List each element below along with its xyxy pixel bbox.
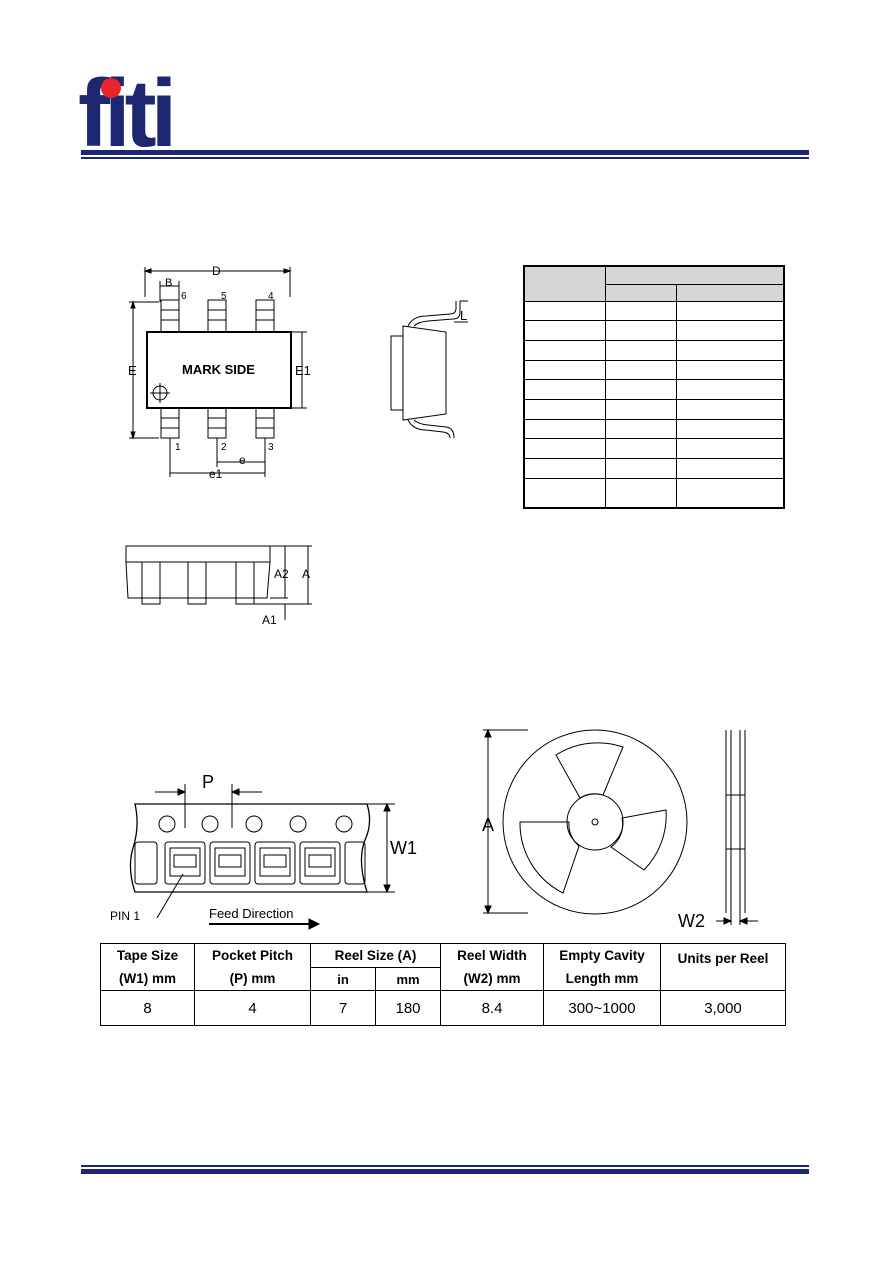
pin-3: 3 [268,442,274,453]
feed-direction-label: Feed Direction [209,906,294,921]
dim-L: L [460,308,467,323]
pin-2: 2 [221,442,227,453]
dim-E: E [128,363,137,378]
pin-5: 5 [221,291,227,302]
table-row [523,339,785,361]
dim-e: e [239,453,246,467]
table-row [523,359,785,381]
th-pocket-pitch: Pocket Pitch(P) mm [194,943,311,991]
dim-table-header-group [605,265,785,285]
table-row [523,399,785,420]
table-row [523,477,785,509]
table-row: 8 4 7 180 8.4 300~1000 3,000 [100,990,786,1026]
table-row [523,379,785,401]
pin-6: 6 [181,291,187,302]
header-rule-thin [81,157,809,159]
th-reel-in: in [310,967,376,991]
cell-reel-in: 7 [310,990,376,1026]
tape-width-label: W1 [390,838,417,858]
dim-table-header-min [604,283,678,302]
cell-pocket-pitch: 4 [194,990,311,1026]
reel-drawing: A W2 [482,728,758,931]
package-side-view: L [390,300,468,439]
dim-table-header-symbol [523,265,606,302]
dim-A2: A2 [274,567,289,581]
package-top-view: D B 6 5 4 MARK SIDE 1 2 3 E E1 e e1 [128,264,311,481]
th-reel-mm: mm [375,967,441,991]
cell-reel-mm: 180 [375,990,441,1026]
pin-1: 1 [175,442,181,453]
dim-A1: A1 [262,613,277,627]
pin1-label: PIN 1 [110,909,140,923]
tape-reel-table: Tape Size(W1) mm Pocket Pitch(P) mm Reel… [100,943,786,1026]
table-row [523,320,785,341]
dim-B: B [165,277,172,289]
cell-empty-cavity: 300~1000 [543,990,661,1026]
logo-dot [101,78,121,98]
header-rule-thick [81,150,809,155]
reel-width-label: W2 [678,911,705,931]
footer-rule-thin [81,1165,809,1167]
dim-E1: E1 [295,363,311,378]
table-row [523,418,785,440]
pitch-label: P [202,772,214,792]
mark-side-label: MARK SIDE [182,362,255,377]
carrier-tape-drawing: P W1 PIN 1 Feed Direction [110,772,417,930]
fiti-logo: fiti [78,66,177,150]
table-row [523,438,785,460]
cell-reel-width: 8.4 [440,990,544,1026]
th-reel-size: Reel Size (A) [310,943,441,968]
footer-rule-thick [81,1169,809,1174]
dimension-table [523,265,785,509]
dim-A: A [302,567,310,581]
th-tape-size: Tape Size(W1) mm [100,943,195,991]
logo-text: fiti [78,66,171,150]
th-reel-width: Reel Width(W2) mm [440,943,544,991]
reel-diameter-label: A [482,815,494,835]
package-front-view: A A2 A1 [125,545,312,627]
dim-e1: e1 [209,467,223,481]
dim-D: D [212,264,221,278]
pin-4: 4 [268,291,274,302]
cell-units-per-reel: 3,000 [660,990,786,1026]
cell-tape-size: 8 [100,990,195,1026]
dim-table-header-max [676,283,785,302]
th-units-per-reel: Units per Reel [660,943,786,991]
table-row [523,458,785,479]
table-row [523,300,785,322]
